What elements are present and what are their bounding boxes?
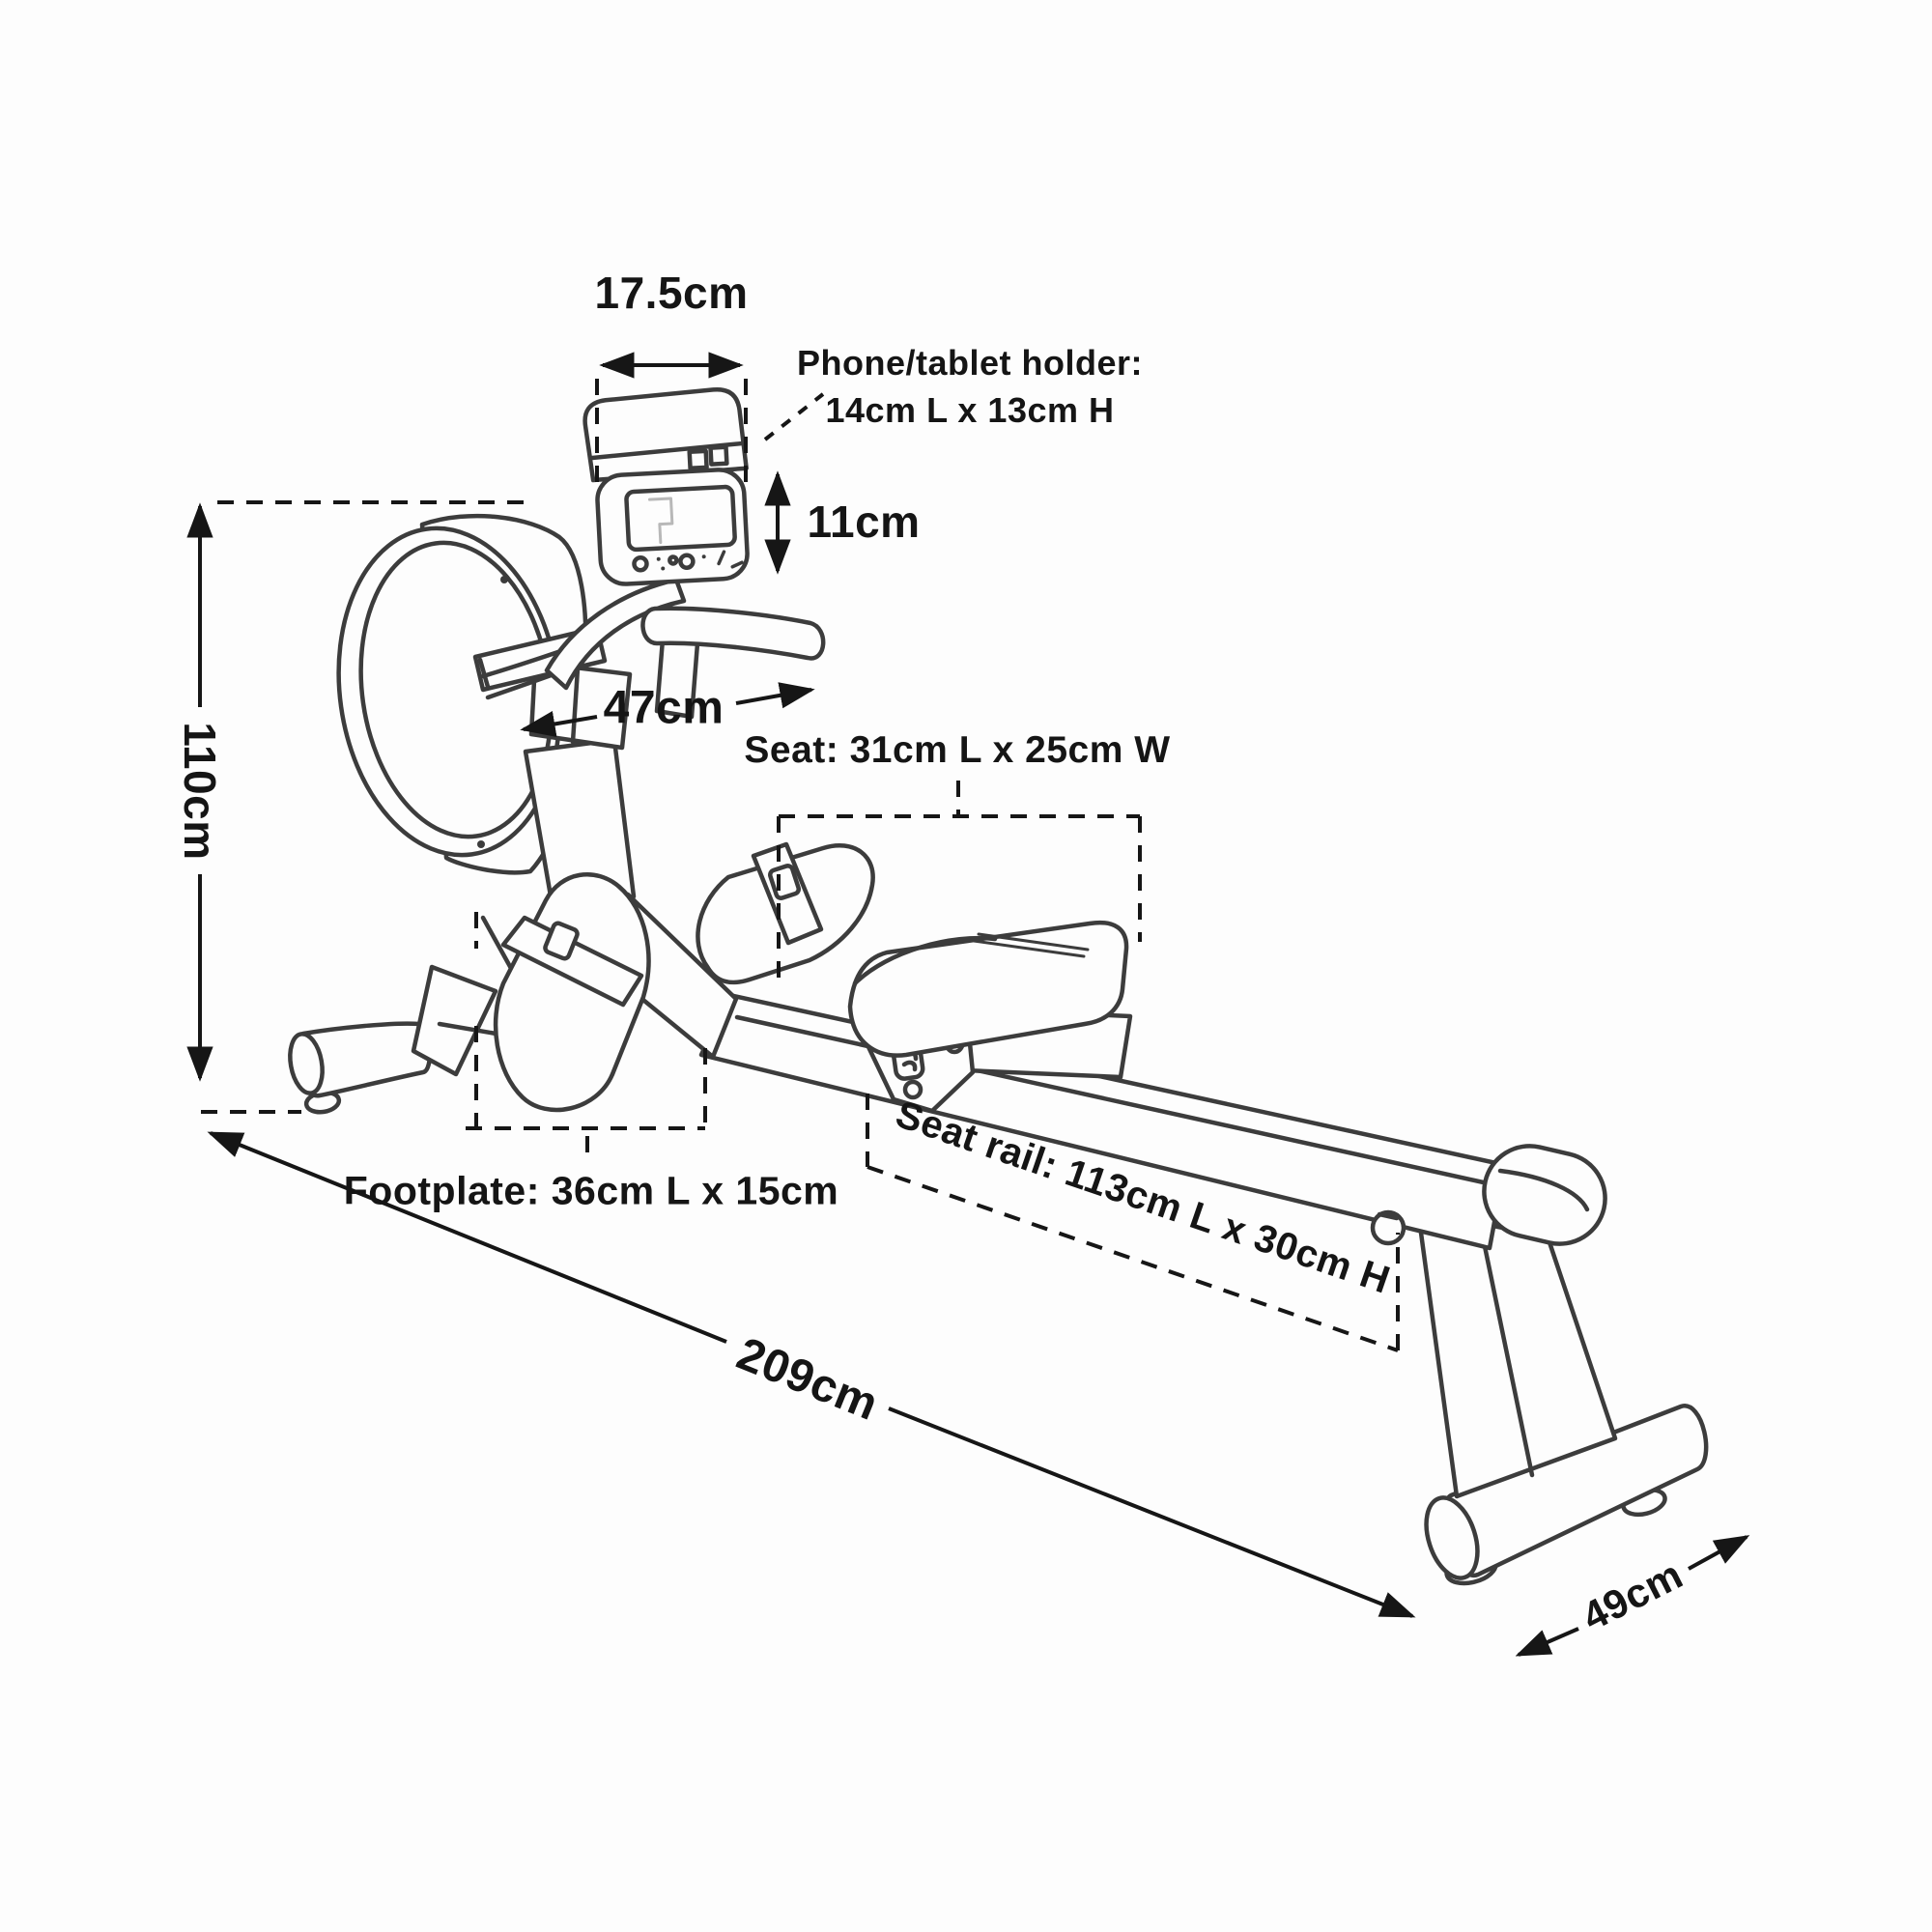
rear-stabilizer [1424,1404,1709,1586]
dim-seat-rail-box [866,1094,1400,1352]
dim-monitor-width [595,352,748,489]
label-seat: Seat: 31cm L x 25cm W [744,729,1171,771]
seat [847,920,1129,1058]
console [595,468,750,586]
footplate-near [493,872,651,1113]
dim-machine-length [207,1131,1416,1618]
label-flywheel-width: 47cm [603,682,724,734]
label-machine-height: 110cm [175,722,225,861]
label-phone-holder-line2: 14cm L x 13cm H [825,390,1115,430]
footplate-far [696,841,875,985]
dim-footplate-box [466,912,707,1157]
label-monitor-height: 11cm [807,497,921,547]
dim-flywheel-width [520,682,815,737]
phone-tablet-holder [582,386,749,483]
dim-machine-height [186,500,527,1114]
handlebar [640,606,826,720]
label-footplate: Footplate: 36cm L x 15cm [343,1168,839,1213]
label-monitor-width: 17.5cm [594,268,749,318]
console-screen [624,484,737,553]
dim-machine-depth [1515,1535,1750,1657]
dim-seat-box [777,781,1142,978]
console-arm [544,577,687,691]
label-phone-holder-line1: Phone/tablet holder: [796,343,1144,383]
front-stabilizer [288,1021,433,1115]
label-phone-holder: Phone/tablet holder: 14cm L x 13cm H [797,339,1143,434]
